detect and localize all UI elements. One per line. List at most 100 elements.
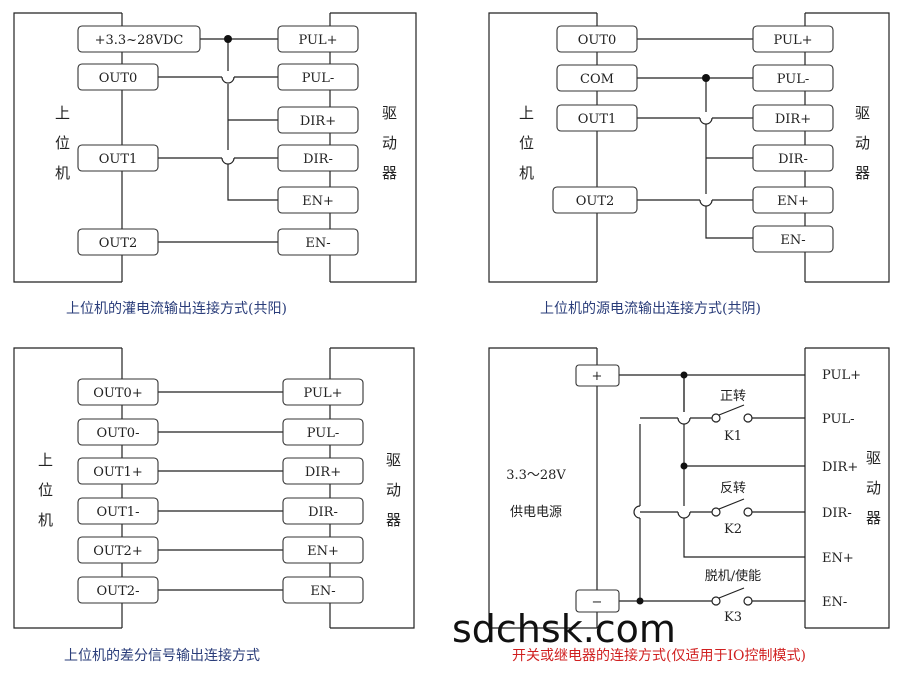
label-char: 动	[866, 479, 881, 497]
host-port-label: OUT2	[576, 194, 615, 209]
junction-dot	[702, 74, 710, 82]
driver-port-label: DIR+	[822, 460, 858, 475]
host-port-label: OUT0	[578, 33, 617, 48]
caption: 上位机的灌电流输出连接方式(共阳)	[66, 300, 287, 317]
driver-port-label: PUL-	[307, 426, 340, 441]
junction-dot	[636, 597, 644, 605]
driver-port-box	[282, 418, 364, 446]
host-port-box	[77, 457, 159, 485]
driver-port-label: EN-	[305, 236, 330, 251]
supply-box	[77, 25, 201, 53]
junction-dot	[680, 462, 688, 470]
driver-port-label: DIR+	[305, 465, 341, 480]
driver-port-box	[752, 64, 834, 92]
label-char: 机	[55, 164, 70, 182]
driver-port-label: PUL+	[774, 33, 813, 48]
switch-label: 脱机/使能	[705, 568, 761, 584]
host-port-box	[77, 144, 159, 172]
driver-frame	[330, 12, 417, 283]
driver-port-label: PUL+	[299, 33, 338, 48]
switch-id: K1	[724, 429, 742, 444]
host-port-label: OUT2	[99, 236, 138, 251]
diagram-differential: OUT0+ OUT0- OUT1+ OUT1- OUT2+ OUT2- PUL+…	[13, 347, 415, 664]
driver-frame	[805, 12, 890, 283]
host-port-box	[556, 64, 638, 92]
plus-terminal	[575, 364, 620, 387]
label-char: 机	[519, 164, 534, 182]
driver-port-label: EN+	[302, 194, 334, 209]
driver-port-box	[752, 225, 834, 253]
driver-port-label: EN+	[777, 194, 809, 209]
label-char: 驱	[386, 451, 401, 469]
driver-port-label: DIR+	[775, 112, 811, 127]
supply-frame	[488, 347, 597, 629]
driver-port-box	[752, 186, 834, 214]
label-char: 机	[38, 511, 53, 529]
driver-port-box	[277, 144, 359, 172]
host-port-label: COM	[580, 72, 614, 87]
driver-label: 驱动器	[386, 451, 401, 529]
driver-port-box	[752, 25, 834, 53]
switch-label: 反转	[720, 481, 746, 496]
host-label: 上位机	[38, 451, 53, 529]
label-char: 位	[38, 481, 53, 499]
driver-port-box	[277, 106, 359, 134]
switch-id: K2	[724, 522, 742, 537]
switch-k3	[711, 587, 753, 606]
driver-port-label: PUL-	[302, 71, 335, 86]
label-char: 位	[55, 134, 70, 152]
label-char: 动	[382, 134, 397, 152]
diagram-source-current: OUT0 COM OUT1 OUT2 PUL+ PUL- DIR+ DIR- E…	[488, 12, 890, 317]
driver-port-label: DIR-	[822, 506, 852, 521]
host-port-box	[556, 104, 638, 132]
label-char: 上	[519, 104, 534, 122]
driver-port-box	[277, 228, 359, 256]
host-port-label: OUT1+	[93, 465, 142, 480]
driver-label: 驱动器	[382, 104, 397, 182]
switch-label: 正转	[720, 389, 746, 404]
driver-port-label: EN-	[780, 233, 805, 248]
label-char: 动	[386, 481, 401, 499]
driver-port-label: DIR-	[303, 152, 333, 167]
watermark: sdchsk.com	[452, 607, 676, 651]
diagram-sink-current: +3.3~28VDC OUT0 OUT1 OUT2 PUL+ PUL- DIR+…	[13, 12, 417, 317]
junction-dot	[224, 35, 232, 43]
driver-port-label: PUL-	[822, 412, 855, 427]
driver-port-box	[282, 378, 364, 406]
junction-dot	[680, 371, 688, 379]
caption: 开关或继电器的连接方式(仅适用于IO控制模式)	[512, 647, 806, 664]
driver-port-box	[277, 186, 359, 214]
driver-port-box	[282, 576, 364, 604]
host-port-label: OUT1	[99, 152, 138, 167]
host-port-label: OUT0+	[93, 386, 142, 401]
driver-port-label: EN+	[822, 551, 854, 566]
host-port-label: OUT0-	[97, 426, 140, 441]
driver-port-label: EN+	[307, 544, 339, 559]
host-port-label: OUT1	[578, 112, 617, 127]
driver-port-box	[282, 457, 364, 485]
driver-port-label: EN-	[310, 584, 335, 599]
diff-wires	[158, 391, 283, 591]
host-port-label: OUT1-	[97, 505, 140, 520]
switch-id: K3	[724, 610, 742, 625]
host-port-box	[77, 228, 159, 256]
driver-frame	[330, 347, 415, 629]
driver-port-box	[752, 144, 834, 172]
supply-name: 供电电源	[510, 505, 562, 520]
host-port-label: OUT2-	[97, 584, 140, 599]
minus-terminal	[575, 589, 620, 613]
driver-label: 驱动器	[855, 104, 870, 182]
driver-port-box	[282, 536, 364, 564]
host-port-box	[77, 576, 159, 604]
driver-port-label: PUL-	[777, 72, 810, 87]
driver-port-label: PUL+	[304, 386, 343, 401]
host-frame	[488, 12, 597, 283]
minus-label: −	[592, 595, 603, 610]
driver-port-label: DIR+	[300, 114, 336, 129]
host-label: 上位机	[55, 104, 70, 182]
host-port-box	[77, 63, 159, 91]
host-frame	[13, 12, 122, 283]
label-char: 器	[386, 511, 401, 529]
driver-port-label: PUL+	[822, 368, 861, 383]
